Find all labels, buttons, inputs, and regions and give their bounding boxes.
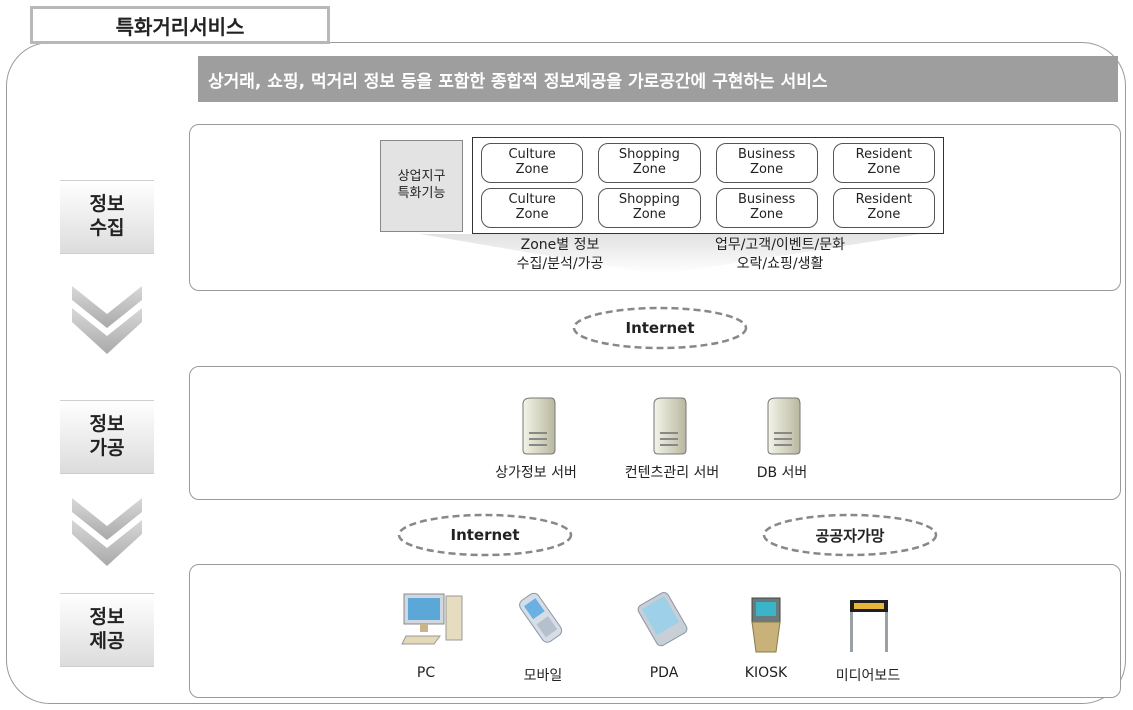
pda-icon [637,592,688,647]
server-label: 컨텐츠관리 서버 [624,465,720,481]
diagram-title: 특화거리서비스 [30,6,330,44]
server-label: 상가정보 서버 [495,465,577,481]
stage-label-process: 정보 가공 [60,400,154,474]
stage-label-deliver: 정보 제공 [60,593,154,667]
device-label: PC [416,665,436,681]
device-label: 모바일 [523,668,563,684]
internet-network: Internet [395,510,575,560]
mobile-phone-icon [519,592,563,643]
public-network: 공공자가망 [760,510,940,560]
chevron-down-icon [72,286,142,354]
server-label: DB 서버 [756,465,808,481]
funnel-shadow [420,234,920,274]
computer-icon [401,593,463,645]
server-icon [653,397,687,455]
media-board-icon [850,600,888,652]
zone-info-caption: Zone별 정보 수집/분석/가공 [516,237,604,272]
chevron-down-icon [72,498,142,566]
commercial-district-box: 상업지구 특화기능 [380,140,463,232]
stage-label-collect: 정보 수집 [60,180,154,254]
server-icon [767,397,801,455]
category-caption: 업무/고객/이벤트/문화 오락/쇼핑/생활 [714,237,846,272]
service-banner: 상거래, 쇼핑, 먹거리 정보 등을 포함한 종합적 정보제공을 가로공간에 구… [198,56,1118,102]
server-icon [522,397,556,455]
internet-network: Internet [570,303,750,353]
device-label: 미디어보드 [835,668,901,684]
outer-frame [6,42,1126,704]
device-label: PDA [649,665,679,681]
device-label: KIOSK [744,665,788,681]
kiosk-icon [751,597,781,653]
